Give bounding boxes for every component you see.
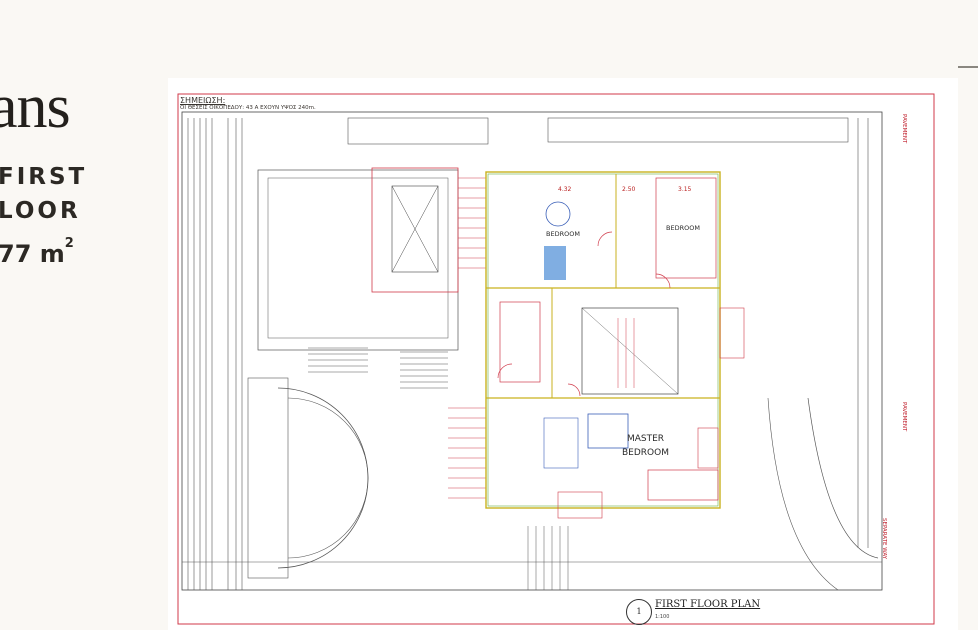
section-heading: ans bbox=[0, 73, 71, 141]
plan-note-body: ΟΙ ΘΕΣΕΙΣ ΟΙΚΟΠΕΔΟΥ: 43 Α ΕΧΟΥΝ ΥΨΟΣ 240… bbox=[180, 105, 316, 111]
plan-note-title: ΣΗΜΕΙΩΣΗ: bbox=[180, 96, 226, 105]
dimension-label: 2.50 bbox=[622, 186, 636, 193]
side-label-separate-way: SEPARATE WAY bbox=[881, 518, 887, 560]
floor-plan-drawing bbox=[177, 93, 935, 625]
drawing-number-marker: 1 bbox=[626, 599, 652, 625]
dimension-label: 4.32 bbox=[558, 186, 572, 193]
floor-area-value: 77 m bbox=[0, 240, 65, 268]
nav-indicator-line bbox=[958, 66, 978, 68]
side-label-pavement-top: PAVEMENT bbox=[901, 114, 907, 144]
plan-scale: 1:100 bbox=[655, 614, 670, 620]
dimension-label: 3.15 bbox=[678, 186, 692, 193]
floor-label-line1: FIRST bbox=[0, 164, 88, 190]
side-label-pavement-bottom: PAVEMENT bbox=[901, 402, 907, 432]
plan-title: FIRST FLOOR PLAN bbox=[655, 599, 761, 610]
room-label-master-bedroom: MASTER BEDROOM bbox=[622, 432, 669, 460]
floor-area: 77 m2 bbox=[0, 236, 74, 268]
floor-plan-image[interactable]: ΣΗΜΕΙΩΣΗ: ΟΙ ΘΕΣΕΙΣ ΟΙΚΟΠΕΔΟΥ: 43 Α ΕΧΟΥ… bbox=[168, 78, 958, 630]
room-label-master-line1: MASTER bbox=[626, 434, 665, 444]
room-label-bedroom-1: BEDROOM bbox=[546, 230, 580, 238]
floor-label-line2: LOOR bbox=[0, 198, 81, 224]
room-label-bedroom-2: BEDROOM bbox=[666, 224, 700, 232]
room-label-master-line2: BEDROOM bbox=[622, 448, 669, 458]
floor-area-exponent: 2 bbox=[64, 236, 74, 251]
